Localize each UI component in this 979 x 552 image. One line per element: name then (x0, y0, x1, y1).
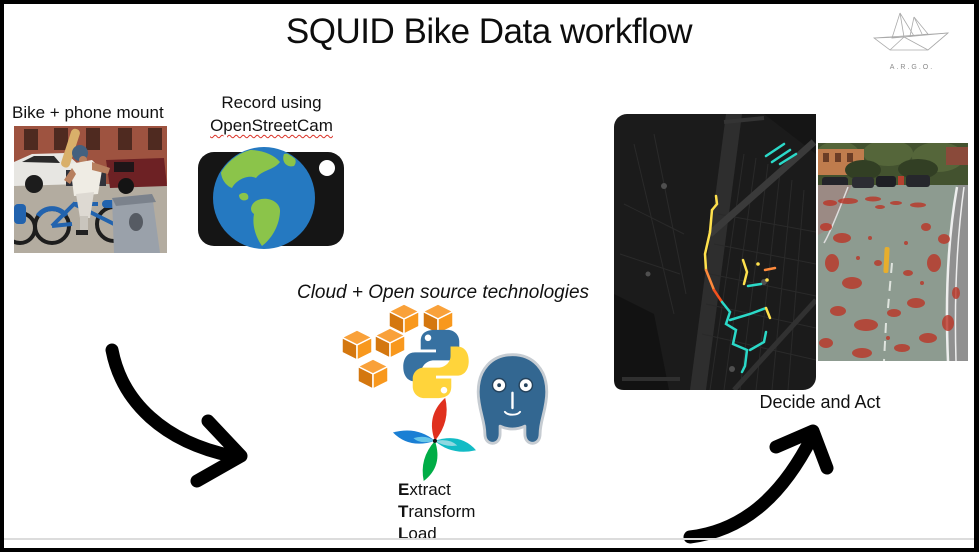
record-label-line1: Record using (221, 93, 322, 112)
etl-label: Extract Transform Load (398, 479, 475, 544)
decide-step-label: Decide and Act (759, 392, 881, 412)
slide-canvas: SQUID Bike Data workflow A.R.G.O. (4, 4, 974, 548)
etl-rest-ransform: ransform (408, 501, 476, 521)
etl-rest-xtract: xtract (409, 480, 451, 499)
etl-bold-l: L (398, 523, 409, 543)
bike-step-label: Bike + phone mount (12, 103, 164, 122)
bike-photo-image (14, 126, 167, 253)
etl-line-transform: Transform (398, 501, 475, 523)
page-title: SQUID Bike Data workflow (285, 12, 693, 51)
postgresql-icon (476, 353, 549, 445)
etl-line-load: Load (398, 523, 475, 545)
curved-arrow-down-right-icon (105, 343, 239, 463)
curved-arrow-up-right-icon (683, 430, 819, 544)
record-step-label: Record using OpenStreetCam (189, 92, 354, 138)
etl-bold-t: T (398, 501, 409, 521)
cloud-step-label: Cloud + Open source technologies (296, 282, 590, 303)
etl-bold-e: E (398, 480, 410, 499)
slide-bottom-edge (4, 538, 974, 540)
etl-line-extract: Extract (398, 479, 475, 501)
record-label-line2: OpenStreetCam (210, 115, 333, 135)
python-icon (403, 329, 469, 399)
etl-rest-oad: oad (408, 523, 437, 543)
street-photo-image (818, 143, 968, 361)
aws-icon (342, 304, 454, 390)
argo-brand-text: A.R.G.O. (889, 64, 935, 71)
argo-logo: A.R.G.O. (866, 8, 958, 71)
openstreetcam-logo-icon (198, 147, 344, 249)
paper-boat-icon (872, 12, 950, 51)
airflow-icon (392, 397, 476, 481)
route-quality-map-image (614, 114, 816, 390)
